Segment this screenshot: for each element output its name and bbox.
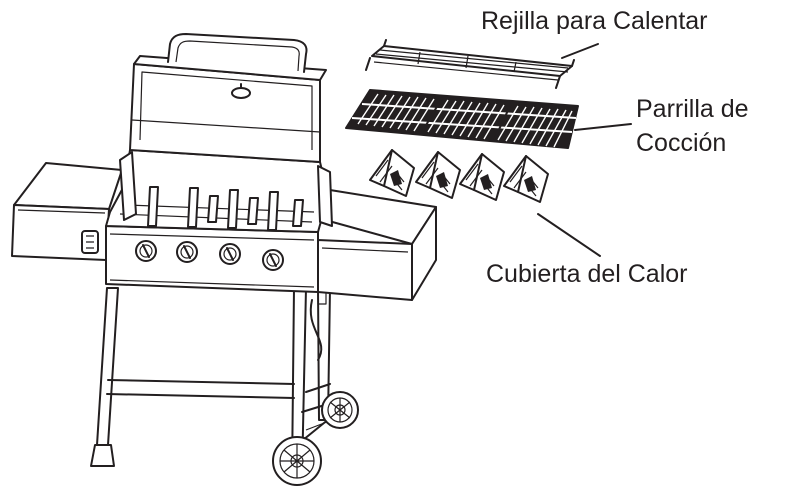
heat-tent	[415, 151, 461, 199]
warming-rack	[365, 39, 599, 89]
cooking-grate-label-line2: Cocción	[636, 129, 727, 157]
control-knob	[219, 243, 241, 265]
left-side-shelf	[11, 162, 123, 261]
heat-tent	[503, 155, 549, 203]
cooking-grate-label-line1: Parrilla de	[636, 95, 749, 123]
control-knob	[135, 240, 157, 262]
heat-tent-label: Cubierta del Calor	[486, 260, 688, 288]
warming-rack-label: Rejilla para Calentar	[481, 7, 708, 35]
control-knob	[262, 249, 284, 271]
cooking-grate-leader	[574, 123, 632, 131]
gas-grill	[11, 33, 437, 486]
heat-tent-leader	[537, 213, 601, 257]
grill-hood	[129, 33, 327, 163]
grill-bowl	[105, 149, 333, 233]
control-knob	[176, 241, 198, 263]
heat-tent	[459, 153, 505, 201]
cooking-grates	[345, 89, 632, 149]
wheel-rear	[321, 391, 359, 429]
heat-tents	[369, 149, 601, 257]
warming-rack-leader	[561, 43, 599, 59]
wheel-front	[272, 436, 322, 486]
firebox	[105, 225, 319, 293]
heat-tent	[369, 149, 415, 197]
right-side-shelf	[317, 189, 437, 301]
